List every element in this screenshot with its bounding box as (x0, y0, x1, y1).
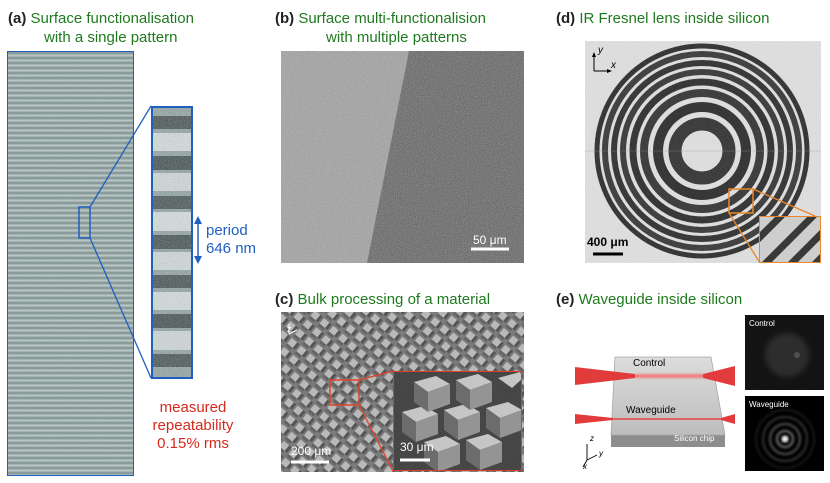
panel-c-title-text: Bulk processing of a material (297, 291, 491, 308)
panel-a-zoom-inset (151, 106, 193, 379)
waveguide-thumbnail-label: Waveguide (749, 400, 789, 409)
panel-c-zoom-inset: 30 μm (393, 371, 522, 471)
panel-e-title-text: Waveguide inside silicon (578, 291, 743, 308)
panel-a-surface-image (7, 51, 134, 476)
repeatability-line1: measured (159, 399, 227, 416)
panel-e-axis-y: y (599, 449, 603, 458)
panel-d-zoom-inset (759, 216, 821, 263)
repeatability-annotation: measured repeatability 0.15% rms (138, 399, 248, 453)
period-label: period (206, 222, 248, 239)
panel-d-letter: (d) (556, 10, 576, 27)
panel-a-title-line2: with a single pattern (44, 29, 178, 46)
panel-c-scale-label: 200 μm (291, 444, 332, 458)
panel-c-title: (c) Bulk processing of a material (275, 291, 490, 308)
panel-d-axis-x: x (611, 60, 616, 71)
panel-c-letter: (c) (275, 291, 294, 308)
panel-b-letter: (b) (275, 10, 295, 27)
control-beam-label: Control (633, 358, 666, 369)
panel-b-title: (b) Surface multi-functionalision (275, 10, 486, 27)
panel-a-letter: (a) (8, 10, 27, 27)
silicon-chip-label: Silicon chip (674, 434, 715, 443)
period-value: 646 nm (206, 240, 257, 257)
panel-d-title-text: IR Fresnel lens inside silicon (579, 10, 770, 27)
panel-b-title-line2: with multiple patterns (326, 29, 467, 46)
panel-b-sem-image: 50 μm (281, 51, 524, 263)
panel-e-axis-z: z (590, 434, 594, 443)
panel-d-scale-label: 400 μm (587, 235, 629, 249)
repeatability-line2: repeatability (152, 417, 234, 434)
panel-e-chip-diagram (575, 356, 735, 468)
panel-b-title-line1: Surface multi-functionalision (298, 10, 486, 27)
control-thumbnail-label: Control (749, 319, 775, 328)
waveguide-output-thumbnail: Waveguide (745, 396, 824, 471)
panel-c-inset-scale-label: 30 μm (400, 440, 434, 454)
waveguide-beam-label: Waveguide (626, 405, 676, 416)
panel-a-title-line1: Surface functionalisation (30, 10, 194, 27)
period-annotation: period 646 nm (206, 222, 256, 258)
panel-d-title: (d) IR Fresnel lens inside silicon (556, 10, 769, 27)
control-output-thumbnail: Control (745, 315, 824, 390)
repeatability-value: 0.15% rms (157, 435, 229, 452)
panel-a-title: (a) Surface functionalisation (8, 10, 194, 27)
panel-e-axis-x: x (583, 462, 587, 471)
panel-b-scale-label: 50 μm (473, 233, 507, 247)
panel-d-axis-y: y (598, 45, 603, 56)
panel-e-letter: (e) (556, 291, 575, 308)
panel-e-title: (e) Waveguide inside silicon (556, 291, 742, 308)
